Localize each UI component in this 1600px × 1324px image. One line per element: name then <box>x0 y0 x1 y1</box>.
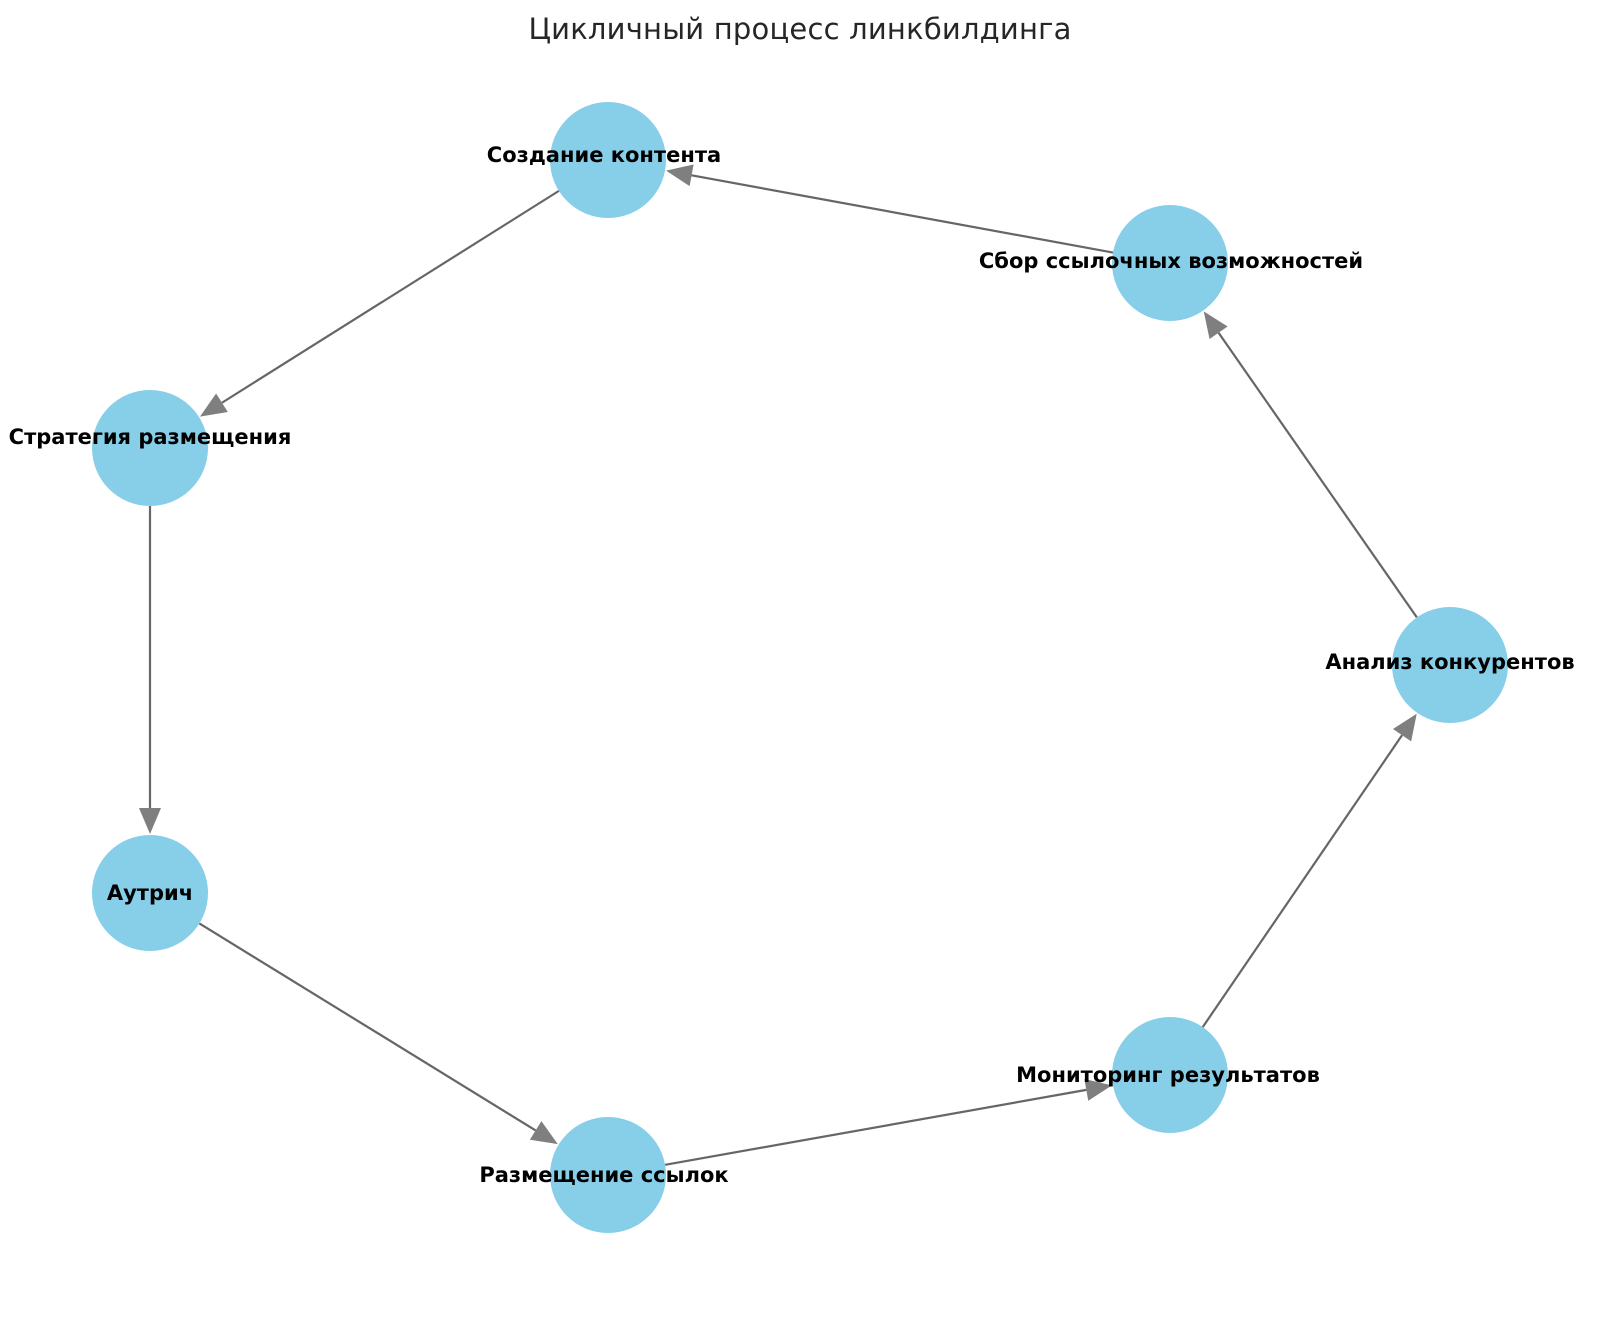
arrow-head-icon-placement-to-monitoring <box>1084 1079 1112 1101</box>
edges-layer <box>139 164 1418 1166</box>
node-circle-content[interactable] <box>550 102 666 218</box>
arrow-head-icon-competitors-to-opportunity <box>1203 311 1228 340</box>
edge-line-opportunity-to-content <box>691 174 1114 254</box>
edge-line-placement-to-monitoring <box>664 1088 1087 1166</box>
node-circle-outreach[interactable] <box>92 835 208 951</box>
arrow-head-icon-strategy-to-outreach <box>139 808 161 834</box>
edge-line-monitoring-to-competitors <box>1201 734 1403 1028</box>
arrow-head-icon-monitoring-to-competitors <box>1392 713 1417 742</box>
page-title: Цикличный процесс линкбилдинга <box>528 12 1072 46</box>
edge-line-outreach-to-placement <box>198 922 537 1132</box>
nodes-layer <box>92 102 1508 1233</box>
node-circle-strategy[interactable] <box>92 390 208 506</box>
node-circle-competitors[interactable] <box>1392 607 1508 723</box>
edge-line-competitors-to-opportunity <box>1217 332 1418 619</box>
edge-line-content-to-strategy <box>221 189 560 404</box>
node-circle-opportunity[interactable] <box>1112 205 1228 321</box>
arrow-head-icon-content-to-strategy <box>199 393 228 417</box>
node-circle-placement[interactable] <box>550 1117 666 1233</box>
arrow-head-icon-opportunity-to-content <box>666 164 694 187</box>
node-circle-monitoring[interactable] <box>1112 1017 1228 1133</box>
arrow-head-icon-outreach-to-placement <box>529 1121 558 1145</box>
